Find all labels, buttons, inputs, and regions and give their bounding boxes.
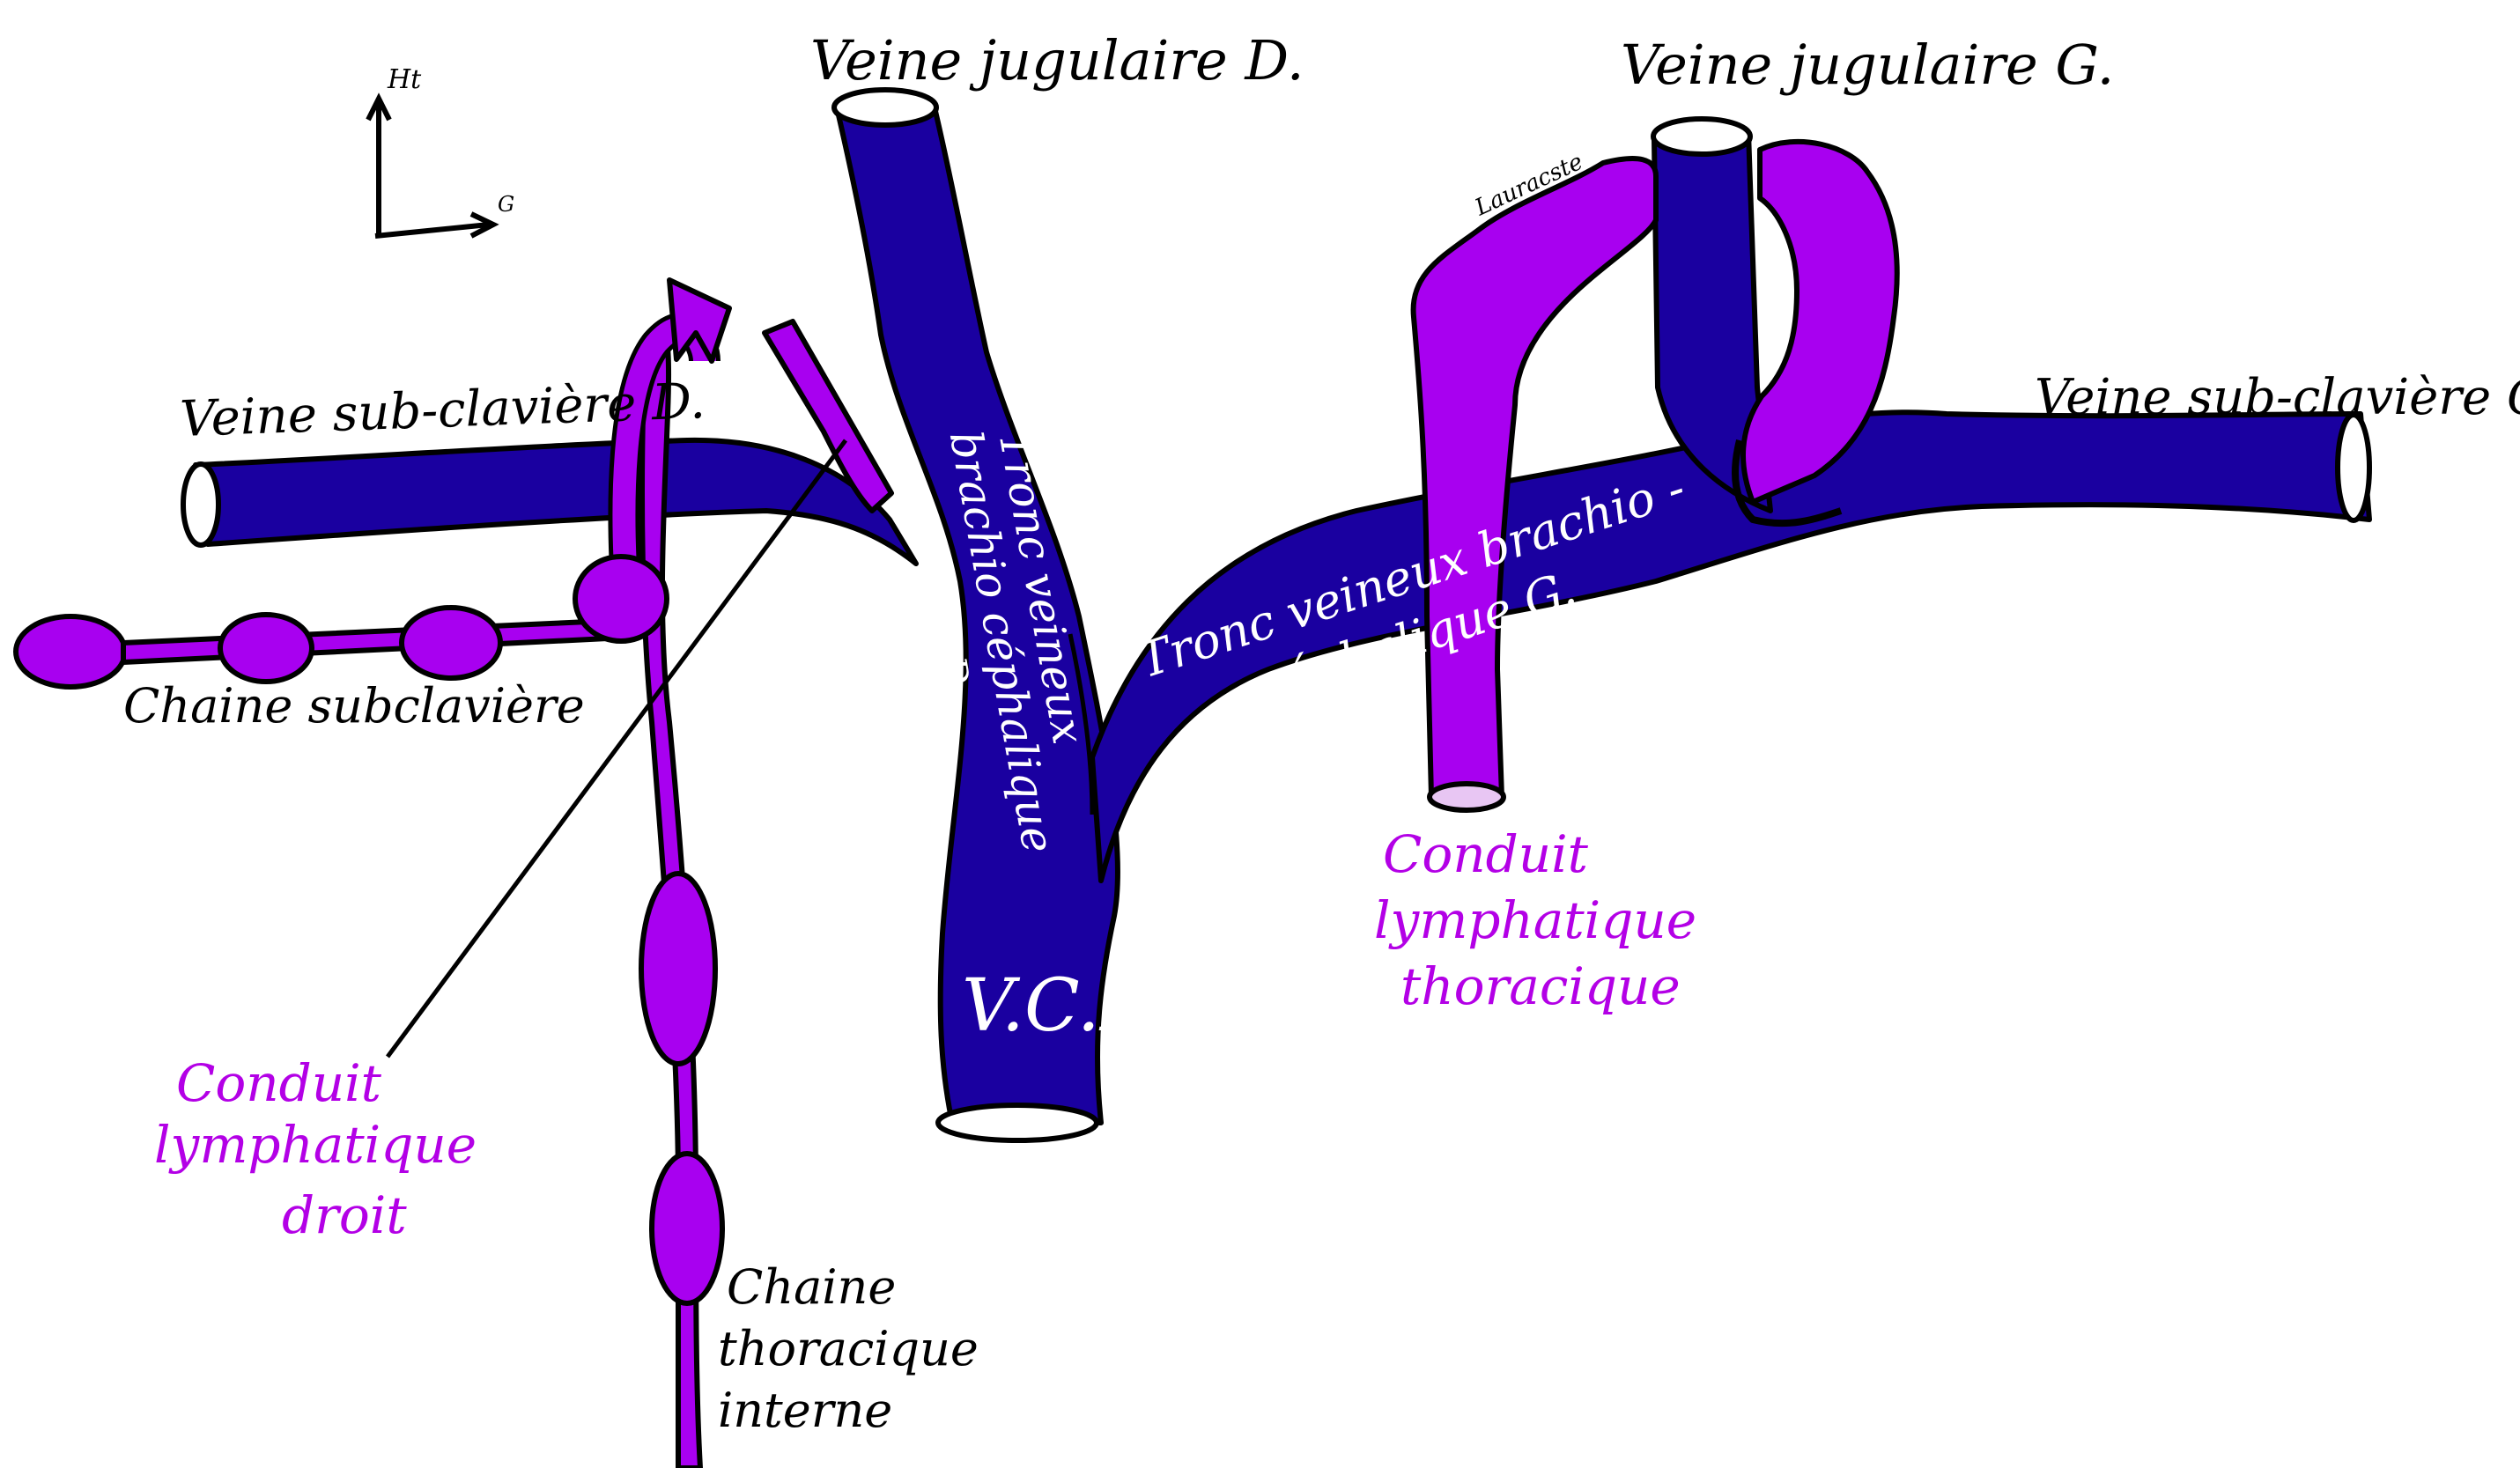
label-jugular-right: Veine jugulaire D. xyxy=(810,28,1304,92)
orientation-up-label: Ht xyxy=(387,64,422,95)
label-vci: V.C.I xyxy=(962,964,1130,1048)
left-subclavian-opening xyxy=(2338,415,2369,520)
subclavian-node-4 xyxy=(575,557,667,641)
label-subclavian-left: Veine sub-clavière G. xyxy=(2035,369,2520,426)
right-subclavian-opening xyxy=(183,464,218,545)
svc-opening xyxy=(938,1105,1097,1140)
subclavian-node-3 xyxy=(402,608,500,678)
subclavian-chain-vessel xyxy=(123,621,608,662)
right-jugular-opening xyxy=(834,90,936,125)
label-thoracic-duct-line1: Conduit xyxy=(1383,824,1589,884)
internal-thoracic-node-2 xyxy=(652,1154,722,1303)
label-thoracic-duct-line3: thoracique xyxy=(1400,956,1681,1016)
label-internal-chain-line3: interne xyxy=(718,1383,892,1438)
subclavian-node-2 xyxy=(220,615,312,682)
orientation-axes xyxy=(368,99,493,236)
label-internal-chain-line1: Chaine xyxy=(727,1259,896,1315)
right-subclavian-vein xyxy=(196,440,916,564)
orientation-left-label: G xyxy=(498,192,514,217)
label-thoracic-duct-line2: lymphatique xyxy=(1374,890,1696,950)
label-subclavian-chain: Chaine subclavière xyxy=(123,678,585,734)
internal-thoracic-node-1 xyxy=(641,874,715,1064)
left-jugular-opening xyxy=(1653,119,1750,154)
thoracic-duct-opening xyxy=(1430,784,1504,810)
label-right-duct-line2: lymphatique xyxy=(154,1115,477,1175)
label-right-duct-line1: Conduit xyxy=(176,1053,382,1113)
label-right-duct-line3: droit xyxy=(282,1185,407,1245)
label-internal-chain-line2: thoracique xyxy=(718,1321,979,1376)
label-jugular-left: Veine jugulaire G. xyxy=(1621,33,2114,97)
subclavian-node-1 xyxy=(16,616,125,687)
